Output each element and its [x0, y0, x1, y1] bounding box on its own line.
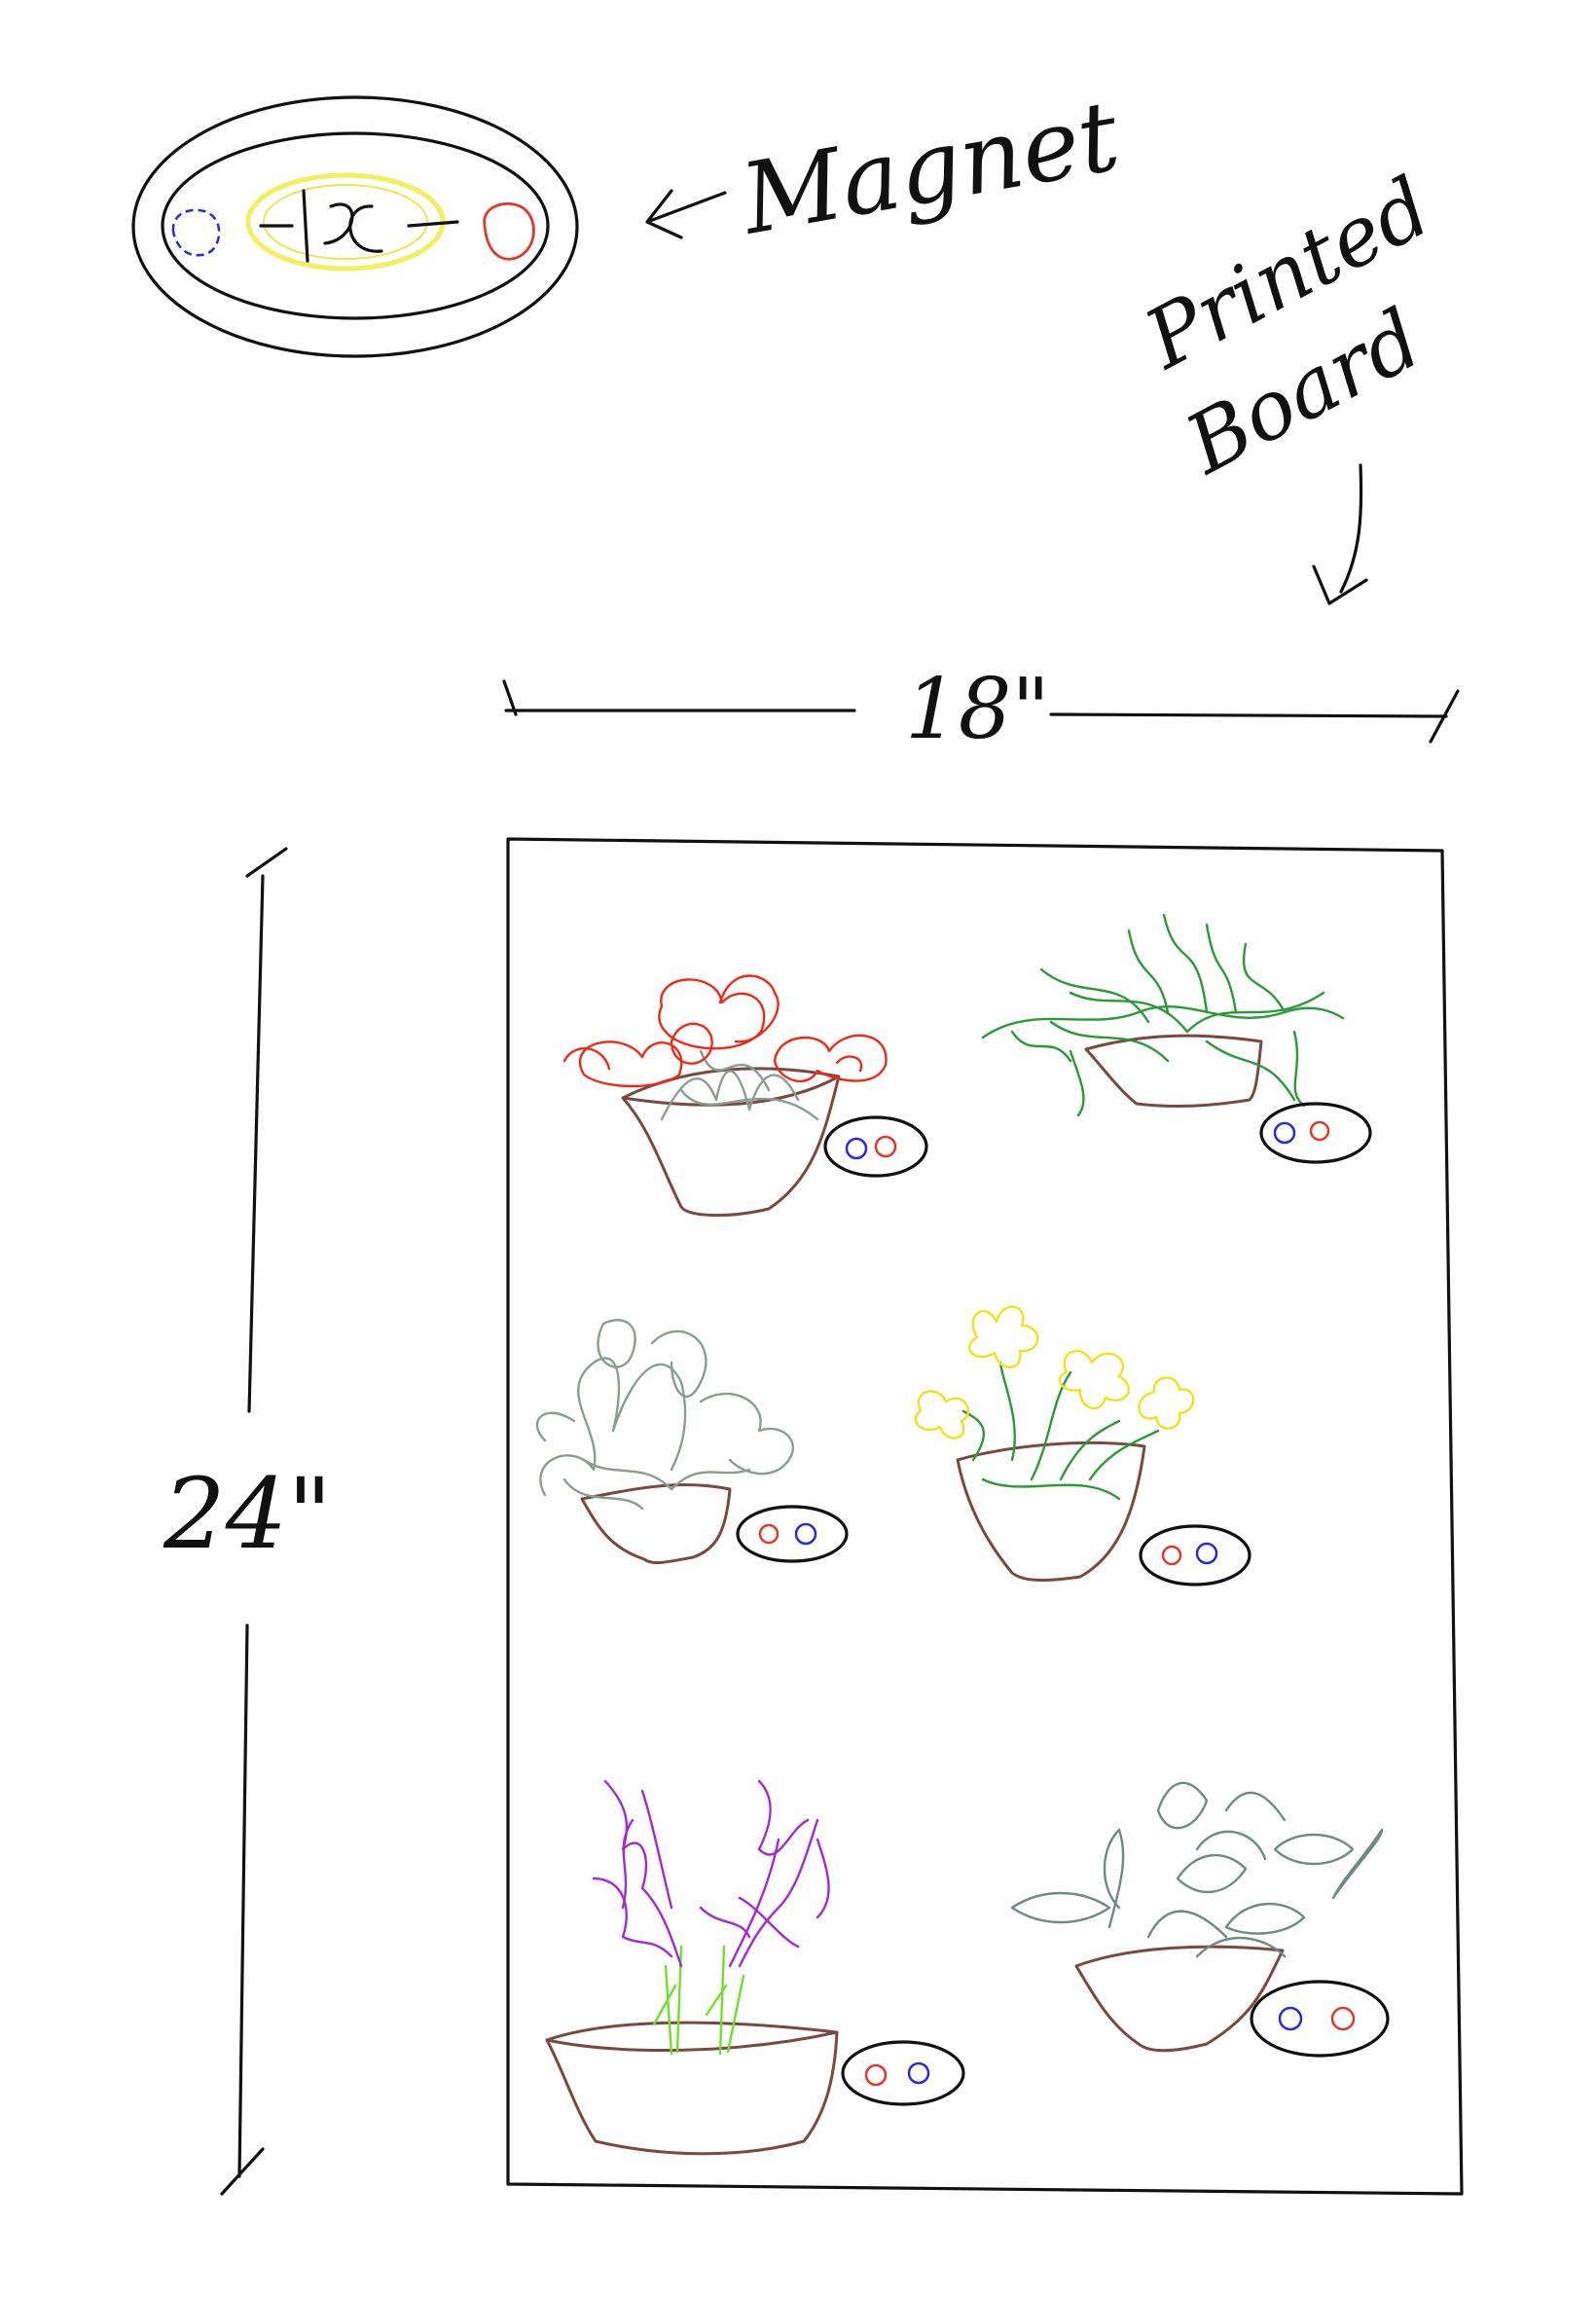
- magnet-core-halo: [245, 172, 446, 272]
- red-flower-plant: [562, 974, 928, 1217]
- magnet: [1259, 1102, 1372, 1164]
- magnet: [823, 1115, 928, 1178]
- magnet: [1139, 1524, 1251, 1586]
- grey-leafy-plant: [535, 1319, 849, 1565]
- magnet-polarity-glyph: [259, 189, 459, 263]
- yellow-flower-plant: [914, 1305, 1251, 1586]
- magnet-label: Magnet: [732, 79, 1128, 257]
- magnet-detail: [131, 95, 579, 358]
- printed-board: [506, 837, 1464, 2196]
- pot: [580, 1482, 732, 1565]
- width-dimension-label: 18": [905, 661, 1050, 758]
- magnet-inner-ring: [161, 131, 550, 320]
- purple-flower-plant: [545, 1779, 965, 2156]
- height-dimension: 24": [163, 847, 332, 2196]
- magnet-red-pole: [483, 201, 535, 261]
- pot: [956, 1440, 1146, 1582]
- magnet: [841, 2040, 965, 2106]
- pot: [545, 2021, 839, 2156]
- magnet: [736, 1505, 849, 1563]
- teal-leaf-plant: [1010, 1781, 1390, 2058]
- board-pointer-arrow: [1312, 463, 1368, 605]
- pot: [1074, 1945, 1285, 2053]
- pot: [1084, 1034, 1263, 1109]
- width-dimension: 18": [502, 661, 1460, 758]
- magnet-blue-pole: [171, 208, 221, 257]
- magnet-outer-ring: [131, 95, 579, 358]
- green-grass-plant: [981, 913, 1372, 1164]
- magnet-pointer-arrow: [645, 189, 727, 239]
- height-dimension-label: 24": [163, 1457, 332, 1571]
- magnet: [1250, 1980, 1390, 2058]
